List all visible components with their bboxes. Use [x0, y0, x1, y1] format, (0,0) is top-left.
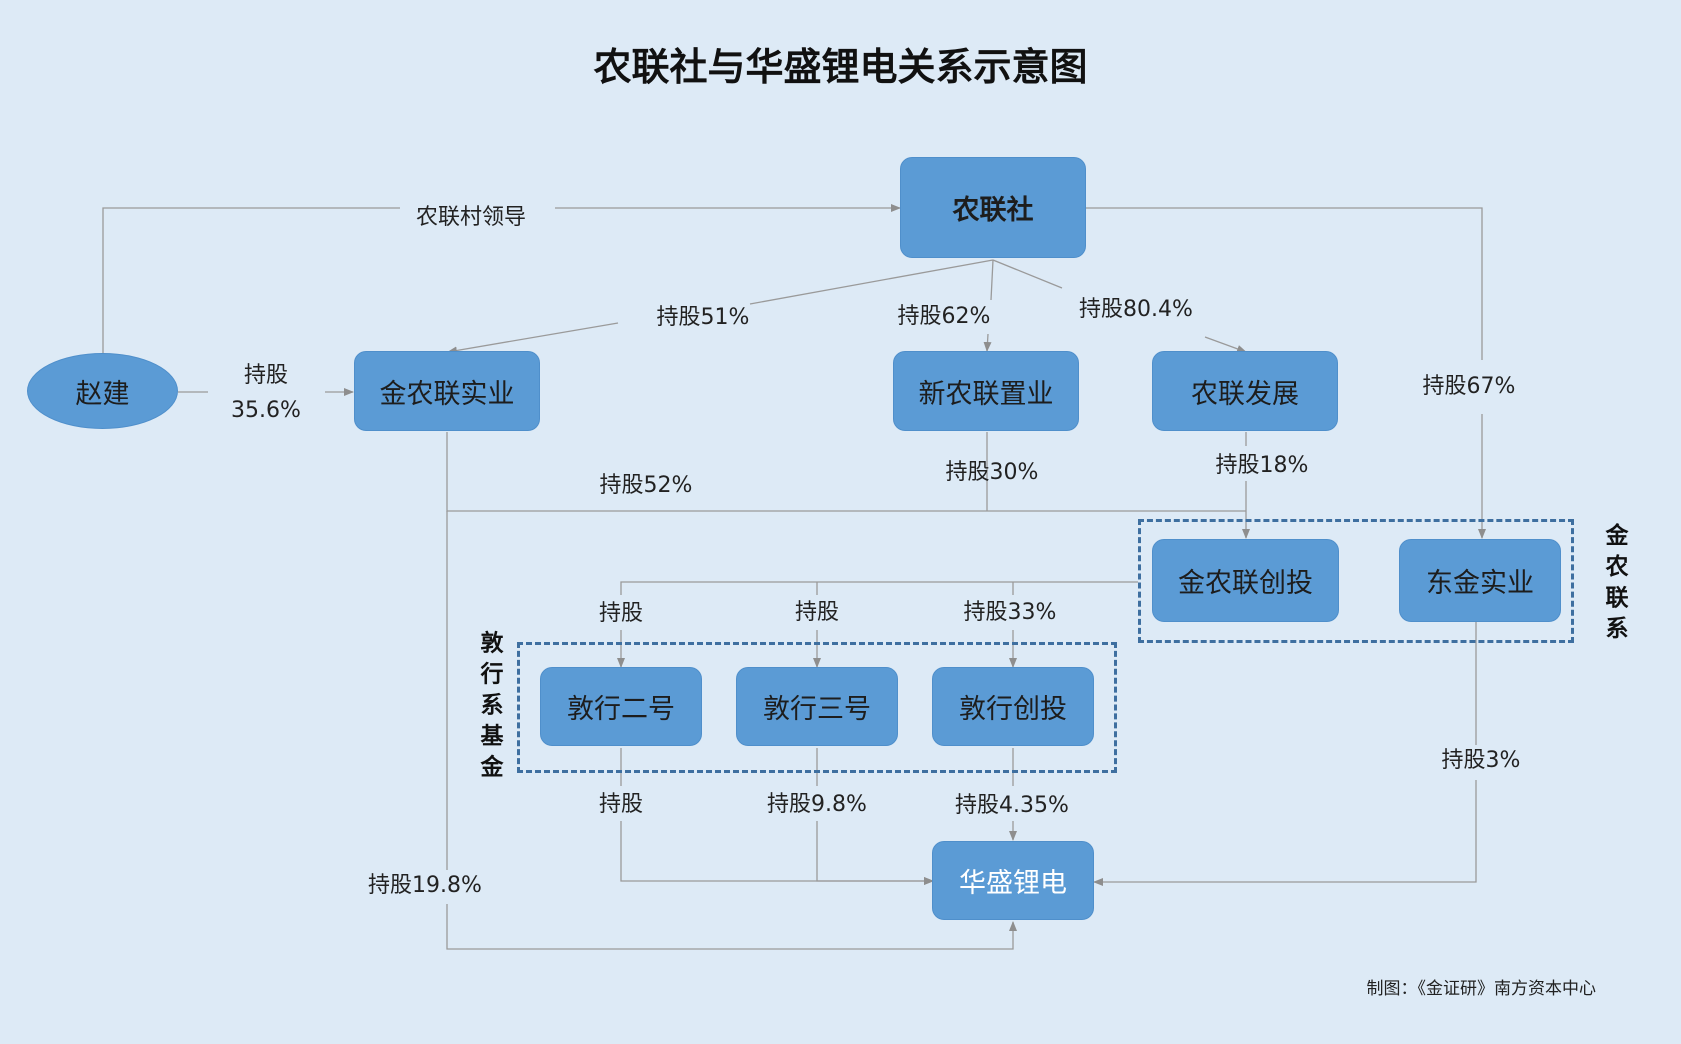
label-hold-erhao-in: 持股	[598, 601, 644, 626]
label-zhao-hold-b: 35.6%	[231, 398, 301, 423]
node-dunxing-chuangtou: 敦行创投	[932, 667, 1094, 746]
node-huasheng-lidian: 华盛锂电	[932, 841, 1094, 920]
label-hold435: 持股4.35%	[955, 793, 1069, 818]
node-nonglianshe: 农联社	[900, 157, 1086, 258]
label-hold98: 持股9.8%	[767, 792, 867, 817]
edge-nls-to-fazhan-a	[992, 259, 1063, 289]
node-dongjin-shiye: 东金实业	[1399, 539, 1561, 622]
label-hold33: 持股33%	[963, 600, 1057, 625]
edge-nls-to-xinnonglian-a	[990, 259, 994, 301]
edge-nls-to-dongjin-a	[1086, 207, 1483, 360]
node-jinnonglian-chuangtou: 金农联创投	[1152, 539, 1339, 622]
group-label-jinnonglian-xi: 金农联系	[1601, 523, 1627, 647]
edge-nls-to-jinnonglian-a	[749, 259, 994, 305]
edge-zhao-to-nonglianshe	[102, 207, 400, 353]
edge-nls-to-jinnonglian-b	[447, 322, 619, 355]
edge-erhao-to-huasheng	[620, 821, 934, 885]
label-hold18: 持股18%	[1215, 453, 1309, 478]
node-xinnonglian-zhiye: 新农联置业	[893, 351, 1079, 431]
edge-nls-to-fazhan-b	[1204, 336, 1247, 353]
node-jinnonglian-shiye: 金农联实业	[354, 351, 540, 431]
label-hold67: 持股67%	[1422, 374, 1516, 399]
label-hold198: 持股19.8%	[368, 873, 482, 898]
group-dunxing-xi	[517, 642, 1117, 773]
node-nonglian-fazhan: 农联发展	[1152, 351, 1338, 431]
edge-jinnonglian-to-huasheng	[446, 904, 1017, 950]
group-label-dunxing-xi: 敦行系基金	[476, 630, 502, 786]
edge-jinnonglian-to-chuangtou	[446, 432, 1246, 512]
node-zhaojian: 赵建	[27, 353, 178, 429]
edge-chuangtou-to-dunxing-bus	[620, 581, 1138, 595]
edge-sanhao-to-huasheng	[816, 821, 934, 885]
label-hold3: 持股3%	[1441, 748, 1521, 773]
label-hold52: 持股52%	[599, 473, 693, 498]
label-hold62: 持股62%	[897, 304, 991, 329]
diagram-title: 农联社与华盛锂电关系示意图	[593, 45, 1088, 89]
edge-dongjin-to-huasheng	[1093, 780, 1477, 886]
label-hold30: 持股30%	[945, 460, 1039, 485]
label-zhao-hold-a: 持股	[243, 363, 289, 388]
label-hold51: 持股51%	[656, 305, 750, 330]
footer-credit: 制图：《金证研》南方资本中心	[1366, 979, 1597, 999]
label-hold-erhao-out: 持股	[598, 792, 644, 817]
label-hold804: 持股80.4%	[1079, 297, 1193, 322]
node-dunxing-sanhao: 敦行三号	[736, 667, 898, 746]
group-jinnonglian-xi	[1138, 519, 1574, 643]
edge-nls-to-xinnonglian-b	[983, 333, 992, 352]
node-dunxing-erhao: 敦行二号	[540, 667, 702, 746]
label-hold-sanhao-in: 持股	[794, 600, 840, 625]
label-village-leader: 农联村领导	[415, 205, 527, 230]
